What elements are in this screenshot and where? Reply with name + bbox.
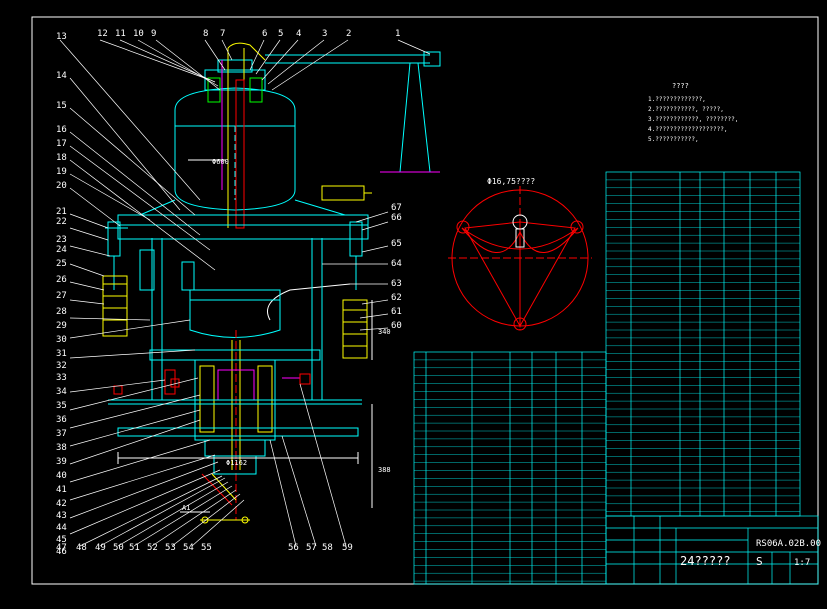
leader-lines [59,39,431,547]
callout-1: 1 [395,29,400,39]
drawing-number: RS06A.02B.00 [756,539,821,549]
callout-18: 18 [56,153,67,163]
callout-51: 51 [129,543,140,553]
callout-31: 31 [56,349,67,359]
title-block-text: 24????? RS06A.02B.00 S 1:7 [680,539,821,568]
callout-23: 23 [56,235,67,245]
callout-52: 52 [147,543,158,553]
callout-37: 37 [56,429,67,439]
dim-lower-height: 388 [378,466,391,474]
dim-pipe-od: Φ600 [212,158,229,166]
callout-41: 41 [56,485,67,495]
plan-view-title: Φ16,75???? [487,177,535,186]
callout-58: 58 [322,543,333,553]
callout-46: 46 [56,547,67,557]
callout-62: 62 [391,293,402,303]
callout-17: 17 [56,139,67,149]
drawing-scale: 1:7 [794,558,810,568]
callout-16: 16 [56,125,67,135]
callout-2: 2 [346,29,351,39]
plan-view [448,186,592,331]
parts-list-right-rows [606,179,800,512]
callout-64: 64 [391,259,402,269]
note-2: 2.???????????, ?????, [648,106,724,113]
callout-53: 53 [165,543,176,553]
drawing-name: 24????? [680,554,731,568]
callout-35: 35 [56,401,67,411]
parts-list-left-rows [414,359,606,582]
note-1: 1.?????????????, [648,96,706,103]
dimension-labels: Φ600 Φ1162 340 388 A1 [182,158,391,512]
callout-6: 6 [262,29,267,39]
dim-small-label: A1 [182,504,190,512]
callout-55: 55 [201,543,212,553]
callouts-left: 14 15 16 17 18 19 20 21 22 23 24 25 26 2… [56,71,67,557]
parts-list-left [413,351,607,585]
main-assembly [102,42,441,524]
callout-56: 56 [288,543,299,553]
callout-63: 63 [391,279,402,289]
note-5: 5.???????????, [648,136,699,143]
callout-42: 42 [56,499,67,509]
title-block [605,515,819,585]
callouts-right: 67 66 65 64 63 62 61 60 [391,203,402,331]
notes-title: ???? [672,82,689,90]
callout-27: 27 [56,291,67,301]
callout-47: 47 [56,543,67,553]
callout-11: 11 [115,29,126,39]
note-3: 3.????????????, ????????, [648,116,739,123]
callout-14: 14 [56,71,67,81]
callout-54: 54 [183,543,194,553]
callout-15: 15 [56,101,67,111]
callout-7: 7 [220,29,225,39]
dim-base-width: Φ1162 [226,459,247,467]
callout-10: 10 [133,29,144,39]
callout-50: 50 [113,543,124,553]
callout-34: 34 [56,387,67,397]
callout-22: 22 [56,217,67,227]
callout-30: 30 [56,335,67,345]
callout-57: 57 [306,543,317,553]
callout-28: 28 [56,307,67,317]
callout-26: 26 [56,275,67,285]
callout-25: 25 [56,259,67,269]
callout-45: 45 [56,535,67,545]
callout-61: 61 [391,307,402,317]
callout-40: 40 [56,471,67,481]
callout-43: 43 [56,511,67,521]
callout-36: 36 [56,415,67,425]
callout-44: 44 [56,523,67,533]
callout-32: 32 [56,361,67,371]
callout-67: 67 [391,203,402,213]
callouts-top: 13 12 11 10 9 8 7 6 5 4 3 2 1 [56,29,400,42]
callout-66: 66 [391,213,402,223]
callout-5: 5 [278,29,283,39]
callout-20: 20 [56,181,67,191]
callout-21: 21 [56,207,67,217]
callout-48: 48 [76,543,87,553]
callout-4: 4 [296,29,301,39]
callout-65: 65 [391,239,402,249]
callout-29: 29 [56,321,67,331]
callout-60: 60 [391,321,402,331]
callout-24: 24 [56,245,67,255]
callout-33: 33 [56,373,67,383]
callout-13: 13 [56,32,67,42]
dim-right-height: 340 [378,328,391,336]
callout-59: 59 [342,543,353,553]
callout-19: 19 [56,167,67,177]
callout-3: 3 [322,29,327,39]
callout-12: 12 [97,29,108,39]
note-4: 4.???????????????????, [648,126,728,133]
callout-49: 49 [95,543,106,553]
callout-9: 9 [151,29,156,39]
callout-39: 39 [56,457,67,467]
sheet-prefix: S [756,555,763,568]
callouts-bottom: 47 48 49 50 51 52 53 54 55 56 57 58 59 [56,543,353,553]
callout-38: 38 [56,443,67,453]
callout-8: 8 [203,29,208,39]
